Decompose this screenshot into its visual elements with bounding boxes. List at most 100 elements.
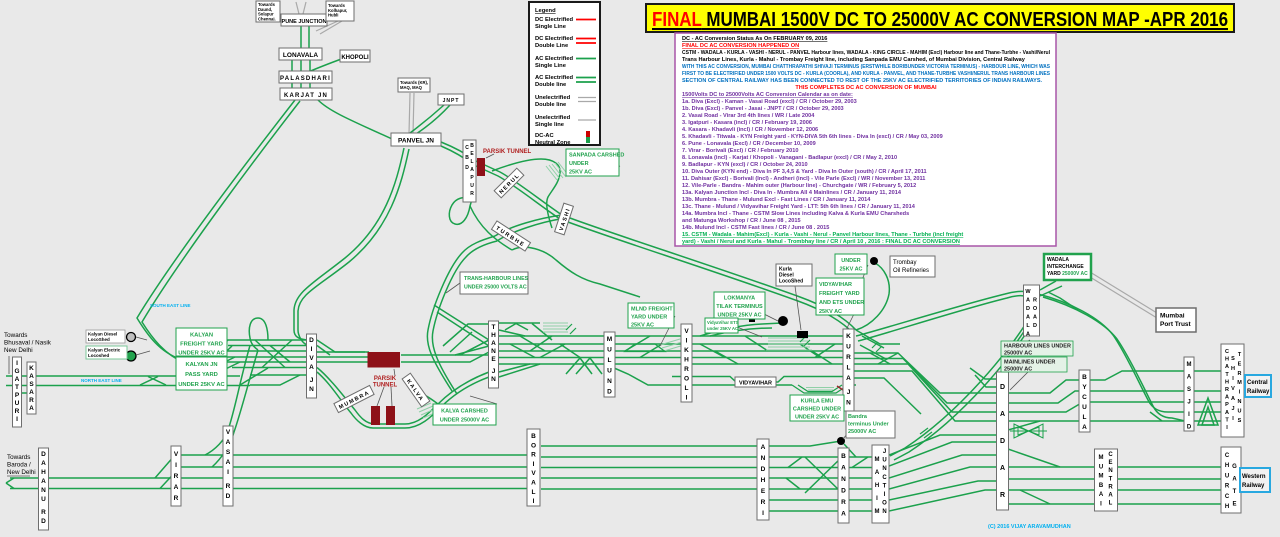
svg-text:10. Diva Outer (KYN end) - Div: 10. Diva Outer (KYN end) - Diva In PF 3,… (682, 169, 927, 175)
svg-text:(C) 2016 VIJAY ARAVAMUDHAN: (C) 2016 VIJAY ARAVAMUDHAN (988, 524, 1071, 530)
svg-text:4. Kasara - Khadavli (incl) /: 4. Kasara - Khadavli (incl) / CR / Novem… (682, 127, 818, 133)
svg-text:FINAL DC AC CONVERSION HAPPENE: FINAL DC AC CONVERSION HAPPENED ON (682, 43, 799, 49)
svg-text:Single line: Single line (535, 122, 565, 128)
svg-text:JNPT: JNPT (443, 98, 460, 104)
svg-text:TERMINUS: TERMINUS (1237, 352, 1242, 424)
svg-text:KHOPOLI: KHOPOLI (341, 55, 369, 61)
svg-text:MUMBAI: MUMBAI (1099, 455, 1104, 508)
svg-text:13c. Thane - Mulund / Vidyavih: 13c. Thane - Mulund / Vidyavihar Freight… (682, 204, 916, 210)
svg-text:7. Virar - Borivali (Excl) / C: 7. Virar - Borivali (Excl) / CR / Februa… (682, 148, 798, 154)
svg-text:DC Electrified: DC Electrified (535, 17, 573, 23)
svg-text:and Matunga Workshop / CR / Ju: and Matunga Workshop / CR / June 08 , 20… (682, 218, 801, 224)
svg-text:Neutral Zone: Neutral Zone (535, 140, 571, 146)
svg-text:DC-AC: DC-AC (535, 133, 554, 139)
svg-text:AC Electrified: AC Electrified (535, 56, 573, 62)
svg-text:AC Electrified: AC Electrified (535, 75, 573, 81)
svg-text:Single Line: Single Line (535, 63, 567, 69)
svg-text:PARSIK TUNNEL: PARSIK TUNNEL (483, 149, 532, 155)
svg-text:13b. Mumbra - Thane - Mulund E: 13b. Mumbra - Thane - Mulund Excl - Fast… (682, 197, 871, 203)
svg-text:Legend: Legend (535, 8, 556, 14)
svg-text:MAHIM: MAHIM (875, 457, 880, 515)
svg-text:15. CSTM - Wadala - Mahim(Exc: 15. CSTM - Wadala - Mahim(Excl) - Kurla … (682, 232, 963, 238)
svg-text:JUNCTION: JUNCTION (882, 449, 887, 515)
svg-text:FIRST TO BE ELECTRIFIED UNDER: FIRST TO BE ELECTRIFIED UNDER 1500 VOLTS… (682, 71, 1050, 77)
svg-text:1500Volts DC to 25000Volts AC: 1500Volts DC to 25000Volts AC Conversion… (682, 92, 853, 98)
svg-text:SOUTH EAST LINE: SOUTH EAST LINE (150, 303, 191, 308)
svg-text:PALASDHARI: PALASDHARI (280, 76, 331, 82)
svg-text:WITH THIS AC CONVERSION, MUMBA: WITH THIS AC CONVERSION, MUMBAI CHATTHRA… (682, 64, 1050, 70)
svg-text:CBD: CBD (465, 145, 469, 171)
svg-text:Double Line: Double Line (535, 43, 569, 49)
svg-text:Single Line: Single Line (535, 24, 567, 30)
svg-text:9. Badlapur - KYN (excl) / CR: 9. Badlapur - KYN (excl) / CR / October … (682, 162, 808, 168)
svg-text:WADALA: WADALA (1025, 289, 1031, 338)
svg-text:DC - AC Conversion Status As: DC - AC Conversion Status As On FEBRUARY… (682, 36, 827, 42)
svg-text:5. Khadavli - Titwala - KYN Fr: 5. Khadavli - Titwala - KYN Freight yard… (682, 134, 943, 140)
svg-text:yard) - Vashi / Nerul and Kurl: yard) - Vashi / Nerul and Kurla - Mahul … (682, 239, 960, 245)
svg-text:13a. Kalyan Junction Incl - Di: 13a. Kalyan Junction Incl - Diva In - Mu… (682, 190, 902, 196)
svg-text:Towards (KR),MAQ, MAQ: Towards (KR),MAQ, MAQ (400, 80, 428, 90)
svg-text:DC Electrified: DC Electrified (535, 36, 573, 42)
svg-text:THIS COMPLETES DC AC CONVERSIO: THIS COMPLETES DC AC CONVERSION OF MUMBA… (795, 85, 937, 91)
svg-text:6. Pune - Lonavala (Excl) / CR: 6. Pune - Lonavala (Excl) / CR / Decembe… (682, 141, 816, 147)
svg-text:11. Dahisar (Excl) - Borivali: 11. Dahisar (Excl) - Borivali (Incl) - A… (682, 176, 925, 182)
svg-text:Double line: Double line (535, 82, 567, 88)
svg-text:SHIVAJI: SHIVAJI (1231, 356, 1235, 422)
svg-text:NORTH EAST LINE: NORTH EAST LINE (81, 378, 122, 383)
svg-text:3. Igatpuri - Kasara (incl) /: 3. Igatpuri - Kasara (incl) / CR / Febru… (682, 120, 812, 126)
svg-text:PUNE JUNCTION: PUNE JUNCTION (282, 19, 327, 25)
svg-text:14a. Mumbra Incl - Thane - CST: 14a. Mumbra Incl - Thane - CSTM Slow Lin… (682, 211, 909, 217)
svg-text:Unelectrified: Unelectrified (535, 95, 571, 101)
svg-text:Double line: Double line (535, 102, 567, 108)
svg-text:2. Vasai Road - Virar 3rd 4th: 2. Vasai Road - Virar 3rd 4th lines / WR… (682, 113, 815, 119)
svg-text:SECTION OF CENTRAL RAILWAY HA: SECTION OF CENTRAL RAILWAY HAS BEEN CONN… (682, 78, 1042, 84)
svg-text:12. Vile-Parle - Bandra - Mahi: 12. Vile-Parle - Bandra - Mahim outer (H… (682, 183, 916, 189)
svg-text:KARJAT JN: KARJAT JN (284, 93, 328, 99)
svg-text:1b. Diva (Excl) - Panvel - Ja: 1b. Diva (Excl) - Panvel - Jasai - JNPT … (682, 106, 844, 112)
